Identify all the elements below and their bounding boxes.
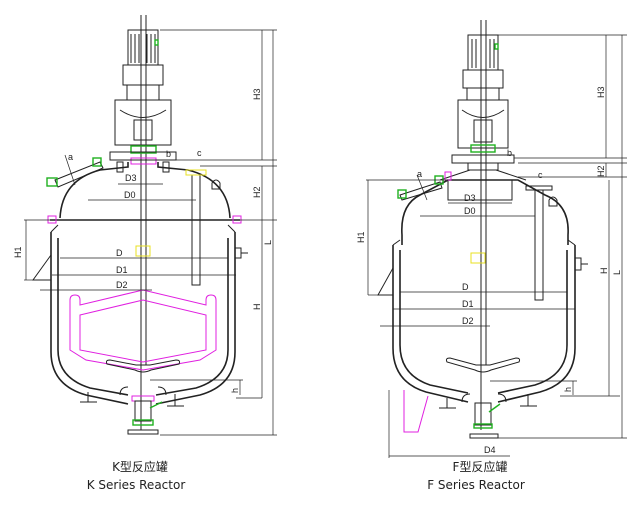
svg-text:L: L xyxy=(612,270,622,275)
svg-text:D3: D3 xyxy=(125,173,137,183)
k-caption-en: K Series Reactor xyxy=(87,478,186,492)
svg-text:D: D xyxy=(116,248,123,258)
svg-text:H3: H3 xyxy=(596,86,606,98)
f-caption-en: F Series Reactor xyxy=(427,478,525,492)
svg-text:h: h xyxy=(230,388,240,393)
top-head xyxy=(397,169,569,301)
svg-text:c: c xyxy=(197,148,202,158)
motor xyxy=(462,34,504,101)
svg-text:H3: H3 xyxy=(252,88,262,100)
svg-text:D3: D3 xyxy=(464,193,476,203)
top-head xyxy=(46,157,231,286)
reducer-bracket xyxy=(109,99,177,165)
svg-text:L: L xyxy=(263,240,273,245)
svg-text:D: D xyxy=(462,282,469,292)
svg-text:H2: H2 xyxy=(252,186,262,198)
svg-text:a: a xyxy=(68,152,73,162)
svg-text:H1: H1 xyxy=(356,231,366,243)
svg-text:D0: D0 xyxy=(464,206,476,216)
dimension-lines xyxy=(366,34,627,458)
reducer-bracket xyxy=(451,99,515,171)
svg-text:D2: D2 xyxy=(116,280,128,290)
svg-text:H: H xyxy=(252,304,262,311)
dimension-lines xyxy=(24,29,277,436)
svg-text:b: b xyxy=(166,149,171,159)
dimension-labels: a b c D3 D0 D D1 D2 H1 H3 H2 H L h xyxy=(13,88,273,393)
shell-and-jacket xyxy=(32,224,248,405)
svg-text:h: h xyxy=(563,387,573,392)
k-caption-cn: K型反应罐 xyxy=(112,459,168,474)
f-series-reactor: a b c D3 D0 D D1 D2 D4 H1 H3 H2 H L h F型… xyxy=(356,20,627,492)
svg-text:H: H xyxy=(599,268,609,275)
svg-text:b: b xyxy=(507,148,512,158)
svg-text:H2: H2 xyxy=(596,165,606,177)
svg-text:D1: D1 xyxy=(116,265,128,275)
svg-text:H1: H1 xyxy=(13,246,23,258)
motor xyxy=(122,29,164,101)
k-series-reactor: a b c D3 D0 D D1 D2 H1 H3 H2 H L h K型反应罐… xyxy=(13,15,277,492)
svg-text:c: c xyxy=(538,170,543,180)
svg-text:D1: D1 xyxy=(462,299,474,309)
svg-text:D0: D0 xyxy=(124,190,136,200)
svg-text:D2: D2 xyxy=(462,316,474,326)
bottom-outlet xyxy=(80,386,184,435)
svg-text:a: a xyxy=(417,169,422,179)
bottom-outlet xyxy=(439,393,537,439)
svg-text:D4: D4 xyxy=(484,445,496,455)
shell-and-jacket xyxy=(377,239,588,433)
f-caption-cn: F型反应罐 xyxy=(453,459,508,474)
dimension-labels: a b c D3 D0 D D1 D2 D4 H1 H3 H2 H L h xyxy=(356,86,622,455)
